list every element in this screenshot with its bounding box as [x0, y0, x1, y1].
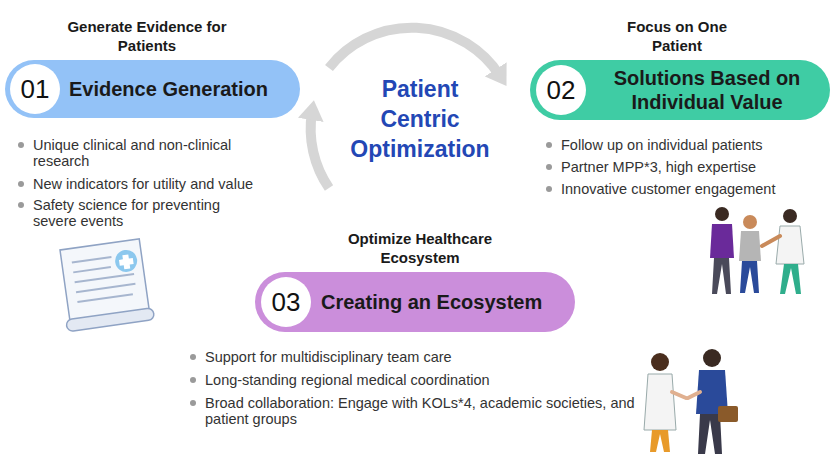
bullet-item: Innovative customer engagement: [546, 181, 826, 197]
cycle-arc: [311, 112, 329, 188]
text-line: [75, 274, 134, 282]
person-legs: [712, 258, 731, 294]
hand: [688, 392, 700, 398]
person-legs: [740, 261, 759, 293]
step-pill: Generate Evidence for PatientsEvidence G…: [5, 60, 300, 118]
business-head: [703, 349, 721, 367]
step-number-circle: 03: [261, 277, 311, 327]
text-line: [76, 284, 135, 292]
text-line: [72, 257, 112, 263]
step-number-circle: 01: [10, 64, 60, 114]
step-heading: Generate Evidence for Patients: [67, 16, 227, 56]
cycle-arc: [329, 28, 500, 76]
text-line: [77, 294, 132, 302]
step-heading: Focus on One Patient: [622, 16, 732, 56]
person-head: [715, 207, 729, 221]
step-title: Evidence Generation: [69, 60, 297, 118]
text-line: [73, 267, 111, 272]
briefcase: [718, 406, 738, 422]
step-heading: Optimize Healthcare Ecosystem: [330, 228, 510, 268]
step-title: Solutions Based on Individual Value: [592, 60, 822, 120]
bullet-item: New indicators for utility and value: [18, 176, 318, 192]
medical-cross: [118, 254, 134, 270]
center-title: Patient Centric Optimization: [342, 74, 498, 164]
person-body: [739, 231, 761, 261]
step-number: 01: [10, 64, 60, 114]
person-head: [743, 215, 757, 229]
doctor-legs: [650, 430, 670, 452]
bullet-item: Follow up on individual patients: [546, 137, 826, 153]
medical-seal: [114, 248, 139, 273]
document-icon: [56, 238, 155, 331]
step-pill: Optimize Healthcare EcosystemCreating an…: [255, 272, 575, 332]
paper-roll: [66, 308, 155, 332]
step-title: Creating an Ecosystem: [321, 272, 571, 332]
doctor-legs: [780, 264, 801, 294]
bullet-item: Broad collaboration: Engage with KOLs*4,…: [190, 395, 635, 427]
person-body: [710, 224, 734, 258]
step-number: 03: [261, 277, 311, 327]
step-number: 02: [536, 65, 586, 115]
people-illustration: [710, 207, 804, 294]
doctor-head: [783, 209, 797, 223]
bullet-item: Partner MPP*3, high expertise: [546, 159, 826, 175]
step-number-circle: 02: [536, 65, 586, 115]
bullet-item: Support for multidisciplinary team care: [190, 349, 630, 365]
doctor-head: [651, 353, 669, 371]
doctor-coat: [776, 226, 804, 264]
bullet-item: Long-standing regional medical coordinat…: [190, 372, 630, 388]
step-pill: Focus on One PatientSolutions Based on I…: [530, 60, 830, 120]
hand: [672, 392, 686, 398]
bullet-item: Safety science for preventing severe eve…: [18, 197, 238, 229]
bullet-item: Unique clinical and non-clinical researc…: [18, 137, 243, 169]
handshake-illustration: [644, 349, 738, 454]
doctor-coat: [644, 374, 676, 430]
doctor-arm: [762, 236, 780, 246]
